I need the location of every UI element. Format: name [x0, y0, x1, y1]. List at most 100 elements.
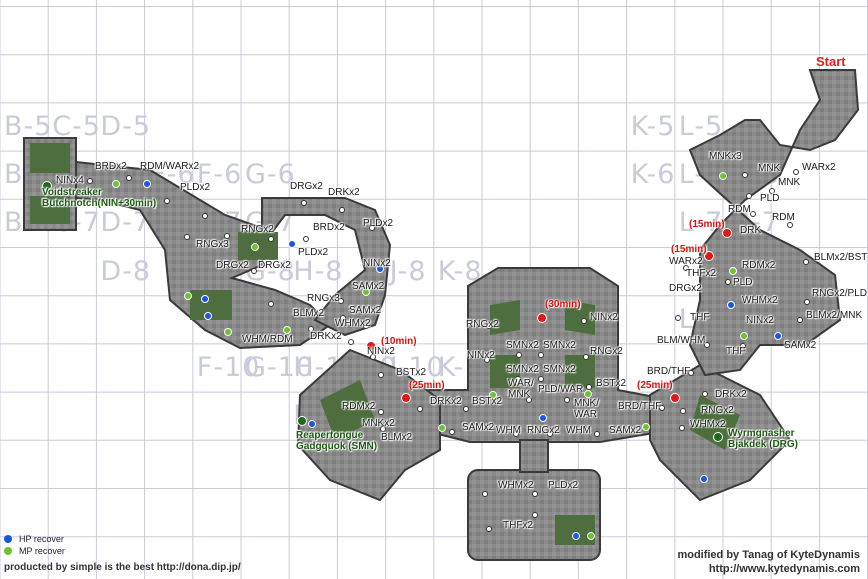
mob-label: BLMx2/BST [814, 252, 868, 263]
mp-recover-icon [729, 267, 737, 275]
spawn-point [486, 526, 492, 532]
legend-mp-label: MP recover [19, 545, 65, 556]
spawn-point [515, 376, 521, 382]
mob-label: BSTx2 [596, 378, 627, 389]
notorious-monster-icon [297, 416, 307, 426]
spawn-point [380, 426, 386, 432]
mob-label: DRGx2 [669, 283, 702, 294]
timer-spawn-icon [670, 393, 680, 403]
spawn-point [340, 315, 346, 321]
mob-label: WHMx2 [742, 295, 778, 306]
hp-recover-icon [201, 295, 209, 303]
mob-label: SMNx2 [506, 340, 539, 351]
grid-cell-label: D-5 [100, 110, 152, 142]
mob-label: MNKx3 [709, 151, 742, 162]
spawn-point [303, 236, 309, 242]
spawn-point [750, 211, 756, 217]
spawn-point [164, 198, 170, 204]
spawn-point [378, 372, 384, 378]
mob-label: MNK [778, 177, 801, 188]
mp-recover-icon [112, 180, 120, 188]
spawn-point [797, 317, 803, 323]
mp-recover-icon [642, 423, 650, 431]
spawn-point [803, 259, 809, 265]
spawn-point [688, 370, 694, 376]
mob-label: RDM [772, 212, 795, 223]
mob-label: BLMx2 [293, 308, 325, 319]
mob-label: MNKx2 [362, 418, 395, 429]
nm-label: Bjakdek (DRG) [728, 439, 799, 450]
spawn-point [486, 323, 492, 329]
timer-label: (10min) [381, 336, 417, 347]
credit-right: modified by Tanag of KyteDynamis http://… [677, 548, 860, 576]
spawn-point [787, 222, 793, 228]
timer-label: (15min) [671, 244, 707, 255]
mob-label: NINx2 [363, 258, 391, 269]
start-marker: Start [816, 54, 846, 69]
spawn-point [463, 406, 469, 412]
mp-recover-icon [184, 292, 192, 300]
mob-label: DRGx2 [258, 260, 291, 271]
spawn-point [793, 169, 799, 175]
mob-label: DRKx2 [328, 187, 360, 198]
mp-recover-icon [438, 424, 446, 432]
mob-label: NINx2 [467, 350, 495, 361]
spawn-point [675, 315, 681, 321]
notorious-monster-icon [42, 181, 52, 191]
mob-label: SAMx2 [609, 425, 642, 436]
nm-label: Butchnotch(NIN+30min) [42, 198, 157, 209]
spawn-point [338, 298, 344, 304]
grid-cell-label: K-6 [630, 159, 676, 191]
spawn-point [586, 384, 592, 390]
mob-label: RNGx2 [590, 346, 623, 357]
mp-recover-icon [283, 326, 291, 334]
spawn-point [484, 357, 490, 363]
mob-label: DRKx2 [715, 389, 747, 400]
mob-label: PLDx2 [180, 182, 211, 193]
mp-recover-icon [251, 243, 259, 251]
grid-cell-label: K-5 [630, 110, 676, 142]
mob-label: RNGx3 [196, 239, 229, 250]
mob-label: MNK [508, 389, 531, 400]
spawn-point [378, 409, 384, 415]
hp-recover-icon [308, 420, 316, 428]
mob-label: NINx4 [56, 175, 84, 186]
spawn-point [268, 236, 274, 242]
mob-label: BLM/WHM [657, 335, 706, 346]
mob-label: PLD [733, 277, 753, 288]
mob-label: THF [726, 346, 746, 357]
nm-label: Wyrmgnasher [728, 428, 795, 439]
spawn-point [704, 342, 710, 348]
mob-label: DRKx2 [310, 331, 342, 342]
timer-spawn-icon [401, 393, 411, 403]
legend: HP recover MP recover [4, 533, 65, 557]
spawn-point [659, 405, 665, 411]
hp-recover-icon [700, 475, 708, 483]
mob-label: RNGx3 [307, 293, 340, 304]
spawn-point [417, 406, 423, 412]
spawn-point [594, 431, 600, 437]
legend-mp: MP recover [4, 545, 65, 556]
mob-label: BRD/THF [618, 401, 662, 412]
spawn-point [702, 391, 708, 397]
spawn-point [482, 491, 488, 497]
hp-recover-icon [539, 414, 547, 422]
spawn-point [538, 352, 544, 358]
notorious-monster-icon [713, 432, 723, 442]
spawn-point [538, 376, 544, 382]
mob-label: PLD/WAR [538, 384, 584, 395]
grid-cell-label: G-6 [245, 159, 296, 191]
spawn-point [513, 431, 519, 437]
spawn-point [184, 234, 190, 240]
mob-label: RDMx2 [342, 401, 376, 412]
hp-dot-icon [4, 534, 12, 543]
mob-label: DRKx2 [430, 396, 462, 407]
nm-label: Voidstreaker [42, 187, 102, 198]
spawn-point [583, 354, 589, 360]
spawn-point [363, 323, 369, 329]
credit-right-line2: http://www.kytedynamis.com [708, 563, 860, 575]
spawn-point [449, 429, 455, 435]
spawn-point [683, 265, 689, 271]
mob-label: BRDx2 [95, 161, 127, 172]
timer-spawn-icon [366, 341, 376, 351]
